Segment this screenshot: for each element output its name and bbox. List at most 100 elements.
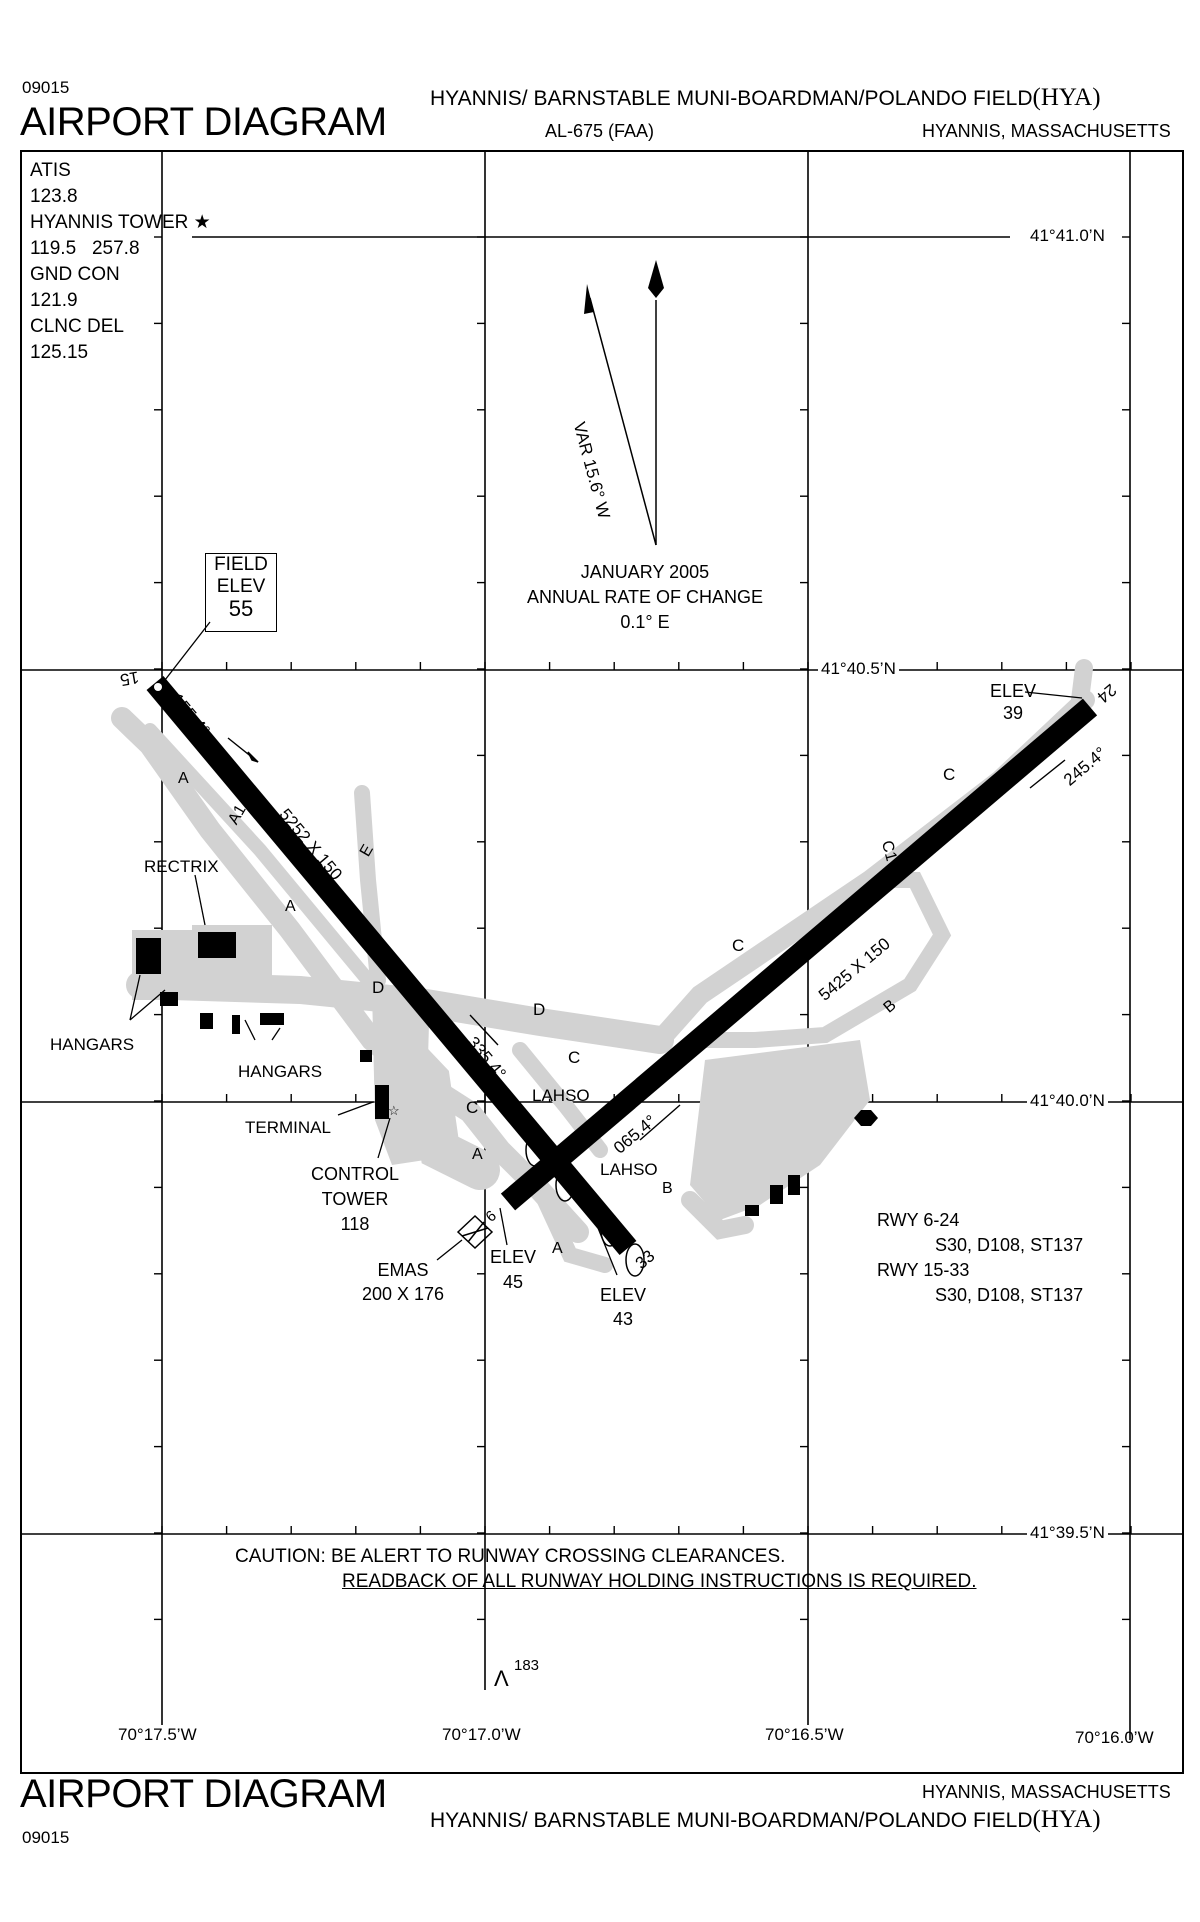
footer-airport-title: HYANNIS/ BARNSTABLE MUNI-BOARDMAN/POLAND… (430, 1806, 1101, 1834)
annual-change-note: JANUARY 2005 ANNUAL RATE OF CHANGE 0.1° … (520, 560, 770, 635)
longitude-label: 70°17.5’W (118, 1725, 197, 1744)
runway-end-15: 15 (118, 667, 141, 690)
tower-frequency: 119.5 257.8 (30, 238, 140, 259)
longitude-label: 70°16.0’W (1075, 1728, 1154, 1747)
latitude-label: 41°39.5’N (1027, 1523, 1108, 1543)
hangar-building (232, 1015, 240, 1034)
hangars-label: HANGARS (238, 1062, 323, 1081)
page-title: AIRPORT DIAGRAM (20, 100, 387, 144)
location: HYANNIS, MASSACHUSETTS (922, 121, 1171, 141)
airport-id: (HYA) (1032, 84, 1101, 111)
airport-name: HYANNIS/ BARNSTABLE MUNI-BOARDMAN/POLAND… (430, 87, 1033, 110)
hangar-building (770, 1185, 783, 1204)
emas-callout: EMAS 200 X 176 (362, 1258, 444, 1306)
control-tower-callout: CONTROL TOWER 118 (305, 1162, 405, 1237)
taxiway-label-a: A (552, 1240, 563, 1257)
hangar-building (854, 1110, 878, 1126)
rwy-6-24-label: RWY 6-24 (877, 1210, 960, 1230)
terminal-label: TERMINAL (245, 1118, 331, 1137)
ground-label: GND CON (30, 264, 120, 285)
direction-arrows (227, 737, 1066, 1141)
footer-title: AIRPORT DIAGRAM (20, 1772, 387, 1816)
hangar-building (136, 938, 161, 974)
footer-location: HYANNIS, MASSACHUSETTS (922, 1782, 1171, 1802)
runways (146, 675, 1098, 1256)
grid-lines (20, 150, 1184, 1740)
control-tower-elev: 118 (340, 1214, 370, 1234)
rwy-6-24-strength: S30, D108, ST137 (935, 1235, 1084, 1255)
field-elev-label-1: FIELD (214, 554, 268, 575)
hangar-building (745, 1205, 759, 1216)
lahso-label: LAHSO (532, 1086, 590, 1105)
diagram-frame (20, 150, 1184, 1774)
airport-title: HYANNIS/ BARNSTABLE MUNI-BOARDMAN/POLAND… (430, 84, 1101, 112)
control-tower-label: CONTROL (310, 1164, 399, 1184)
hangar-building (160, 992, 178, 1006)
hangar-building (200, 1013, 213, 1029)
obstacle-icon: Λ (494, 1666, 509, 1691)
footer-airport-name: HYANNIS/ BARNSTABLE MUNI-BOARDMAN/POLAND… (430, 1809, 1033, 1832)
elev-6-label: ELEV (490, 1247, 537, 1267)
taxiway-label-d: D (372, 978, 385, 997)
chart-number: 09015 (22, 78, 70, 97)
clearance-frequency: 125.15 (30, 342, 89, 363)
caution-line-2: READBACK OF ALL RUNWAY HOLDING INSTRUCTI… (342, 1571, 977, 1592)
runway-6-24 (500, 698, 1098, 1211)
atis-frequency: 123.8 (30, 186, 78, 207)
rectrix-building (198, 932, 236, 958)
rwy-15-33-strength: S30, D108, ST137 (935, 1285, 1084, 1305)
taxiway-label-c: C (466, 1098, 479, 1117)
hangars-label: HANGARS (50, 1035, 135, 1054)
taxiway-label-a: A (178, 770, 189, 787)
control-tower-star-icon: ☆ (388, 1103, 400, 1118)
grid-ticks (154, 236, 1132, 1621)
taxiway-label-b: B (662, 1180, 673, 1197)
footer-chart-number: 09015 (22, 1828, 70, 1847)
terminal-building (375, 1085, 389, 1119)
elev-33-label: ELEV (600, 1285, 647, 1305)
ground-frequency: 121.9 (30, 290, 78, 311)
elev-24-value: 39 (1003, 703, 1024, 723)
buildings (136, 932, 878, 1216)
emas-box (456, 1214, 494, 1250)
emas-size: 200 X 176 (362, 1284, 445, 1304)
frequency-block: ATIS 123.8 HYANNIS TOWER ★ 119.5 257.8 G… (30, 158, 211, 366)
elev-24-callout: ELEV 39 (990, 680, 1036, 724)
annual-rate-label: ANNUAL RATE OF CHANGE (526, 587, 764, 607)
tower-label: HYANNIS TOWER (30, 212, 189, 233)
rectrix-label: RECTRIX (144, 857, 219, 876)
caution-line-1: CAUTION: BE ALERT TO RUNWAY CROSSING CLE… (235, 1546, 786, 1567)
magnetic-north-arrow (584, 284, 594, 314)
elev-33-value: 43 (613, 1309, 634, 1329)
hangar-building (788, 1175, 800, 1195)
longitude-label: 70°17.0’W (442, 1725, 521, 1744)
hold-short-markings (525, 1133, 645, 1277)
true-north-arrow (648, 260, 664, 298)
control-tower-label-2: TOWER (321, 1189, 389, 1209)
atis-label: ATIS (30, 160, 71, 181)
taxiway-label-a: A (285, 898, 296, 915)
taxiway-label-c: C (732, 936, 745, 955)
longitude-label: 70°16.5’W (765, 1725, 844, 1744)
taxiway-label-c: C (568, 1048, 581, 1067)
taxiway-label-d: D (533, 1000, 546, 1019)
hangar-building (260, 1013, 284, 1025)
lahso-label: LAHSO (600, 1160, 658, 1179)
elev-6-value: 45 (503, 1272, 524, 1292)
threshold-marker (154, 683, 162, 691)
variation-date: JANUARY 2005 (580, 562, 710, 582)
field-elev-value: 55 (228, 596, 254, 621)
emas-label: EMAS (377, 1260, 429, 1280)
footer-airport-id: (HYA) (1032, 1806, 1101, 1833)
field-elev-label-2: ELEV (216, 576, 266, 597)
hangar-building (360, 1050, 372, 1062)
taxiway-label-a: A (472, 1146, 483, 1163)
elev-33-callout: ELEV 43 (600, 1283, 646, 1331)
latitude-label: 41°40.5’N (818, 659, 899, 679)
clearance-label: CLNC DEL (30, 316, 124, 337)
runway-strength-info: RWY 6-24 S30, D108, ST137 RWY 15-33 S30,… (877, 1208, 1083, 1308)
latitude-label: 41°40.0’N (1027, 1091, 1108, 1111)
latitude-label: 41°41.0’N (1027, 226, 1108, 246)
taxiway-label-c: C (943, 765, 956, 784)
